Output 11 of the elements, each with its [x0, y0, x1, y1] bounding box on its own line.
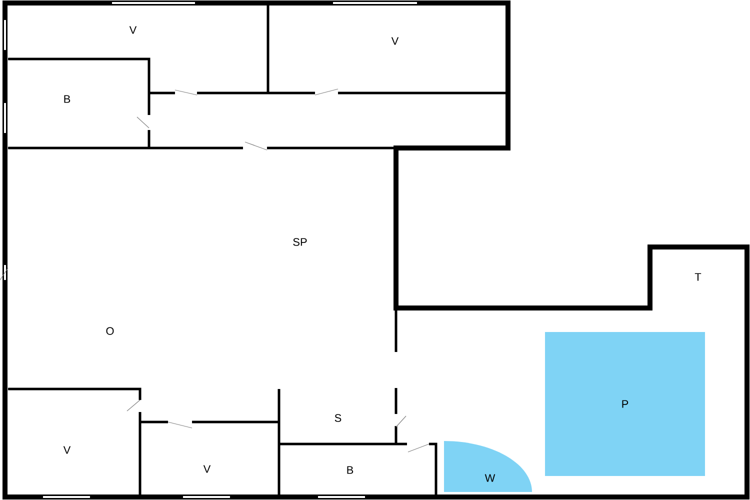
room-label: B: [347, 466, 354, 474]
room-label: B: [64, 95, 70, 103]
room-label: V: [391, 37, 399, 45]
room-label: V: [129, 26, 137, 34]
pool-rectangle: P: [545, 332, 705, 476]
room-label: T: [694, 273, 702, 281]
room-label: V: [203, 465, 211, 473]
room-label: S: [334, 414, 342, 422]
room-label: O: [106, 327, 114, 335]
room-label: SP: [293, 238, 307, 246]
room-label: V: [63, 446, 71, 454]
